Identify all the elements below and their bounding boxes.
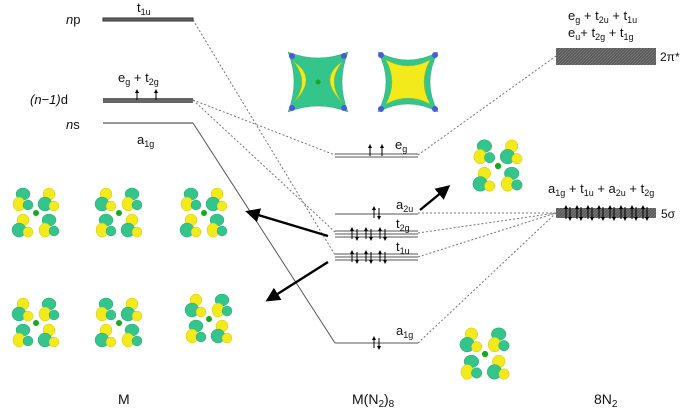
nd-label: (n−1)d (30, 92, 68, 107)
a1g-orbital (460, 328, 509, 379)
nd-sym: eg + t2g (118, 70, 159, 87)
np-level (102, 17, 194, 22)
correlation-lines (192, 19, 557, 344)
column-labels: M M(N2)8 8N2 (118, 391, 618, 410)
eg-level: eg (335, 137, 418, 158)
t1u-label: t1u (396, 239, 410, 256)
arrow-to-a2u-orbital (419, 185, 451, 211)
pi-star-band (556, 48, 656, 65)
complex-levels: eg a2u t2g (335, 137, 418, 350)
a1g-level: a1g (335, 323, 418, 350)
ns-sym: a1g (137, 132, 154, 149)
eg-orbital-left (287, 51, 349, 113)
t2g-level: t2g (335, 216, 418, 241)
sigma-electrons (564, 205, 649, 221)
sigma-composition: a1g + t1u + a2u + t2g (548, 181, 654, 198)
np-sym: t1u (137, 0, 151, 17)
arrow-to-t2g-orbitals (245, 208, 329, 238)
a2u-label: a2u (396, 197, 413, 214)
pi-star-composition-1: eg + t2u + t1u (568, 8, 637, 25)
a1g-label: a1g (396, 323, 413, 340)
a2u-orbital (473, 140, 522, 191)
sigma-label: 5σ (661, 207, 676, 221)
np-label: np (66, 12, 80, 27)
eg-orbital-right (377, 51, 439, 113)
a2u-level: a2u (335, 197, 418, 220)
complex-column-label: M(N2)8 (352, 391, 395, 410)
ligand-column-label: 8N2 (594, 391, 618, 410)
metal-levels: np t1u (n−1)d eg + t2g ns a1g (30, 0, 194, 149)
eg-label: eg (395, 137, 407, 154)
metal-column-label: M (118, 391, 130, 407)
ligand-levels: eg + t2u + t1u eu+ t2g + t1g 2π* a1g + t… (548, 8, 680, 221)
t2g-orbitals (12, 188, 227, 237)
ns-label: ns (66, 117, 80, 132)
t1u-orbitals (12, 294, 232, 347)
pi-star-composition-2: eu+ t2g + t1g (568, 25, 634, 42)
pi-star-label: 2π* (660, 50, 680, 64)
t1u-level: t1u (335, 239, 418, 264)
sigma-band (556, 208, 656, 218)
t2g-label: t2g (396, 216, 410, 233)
nd-level (103, 98, 193, 103)
arrow-to-t1u-orbitals (265, 260, 329, 302)
